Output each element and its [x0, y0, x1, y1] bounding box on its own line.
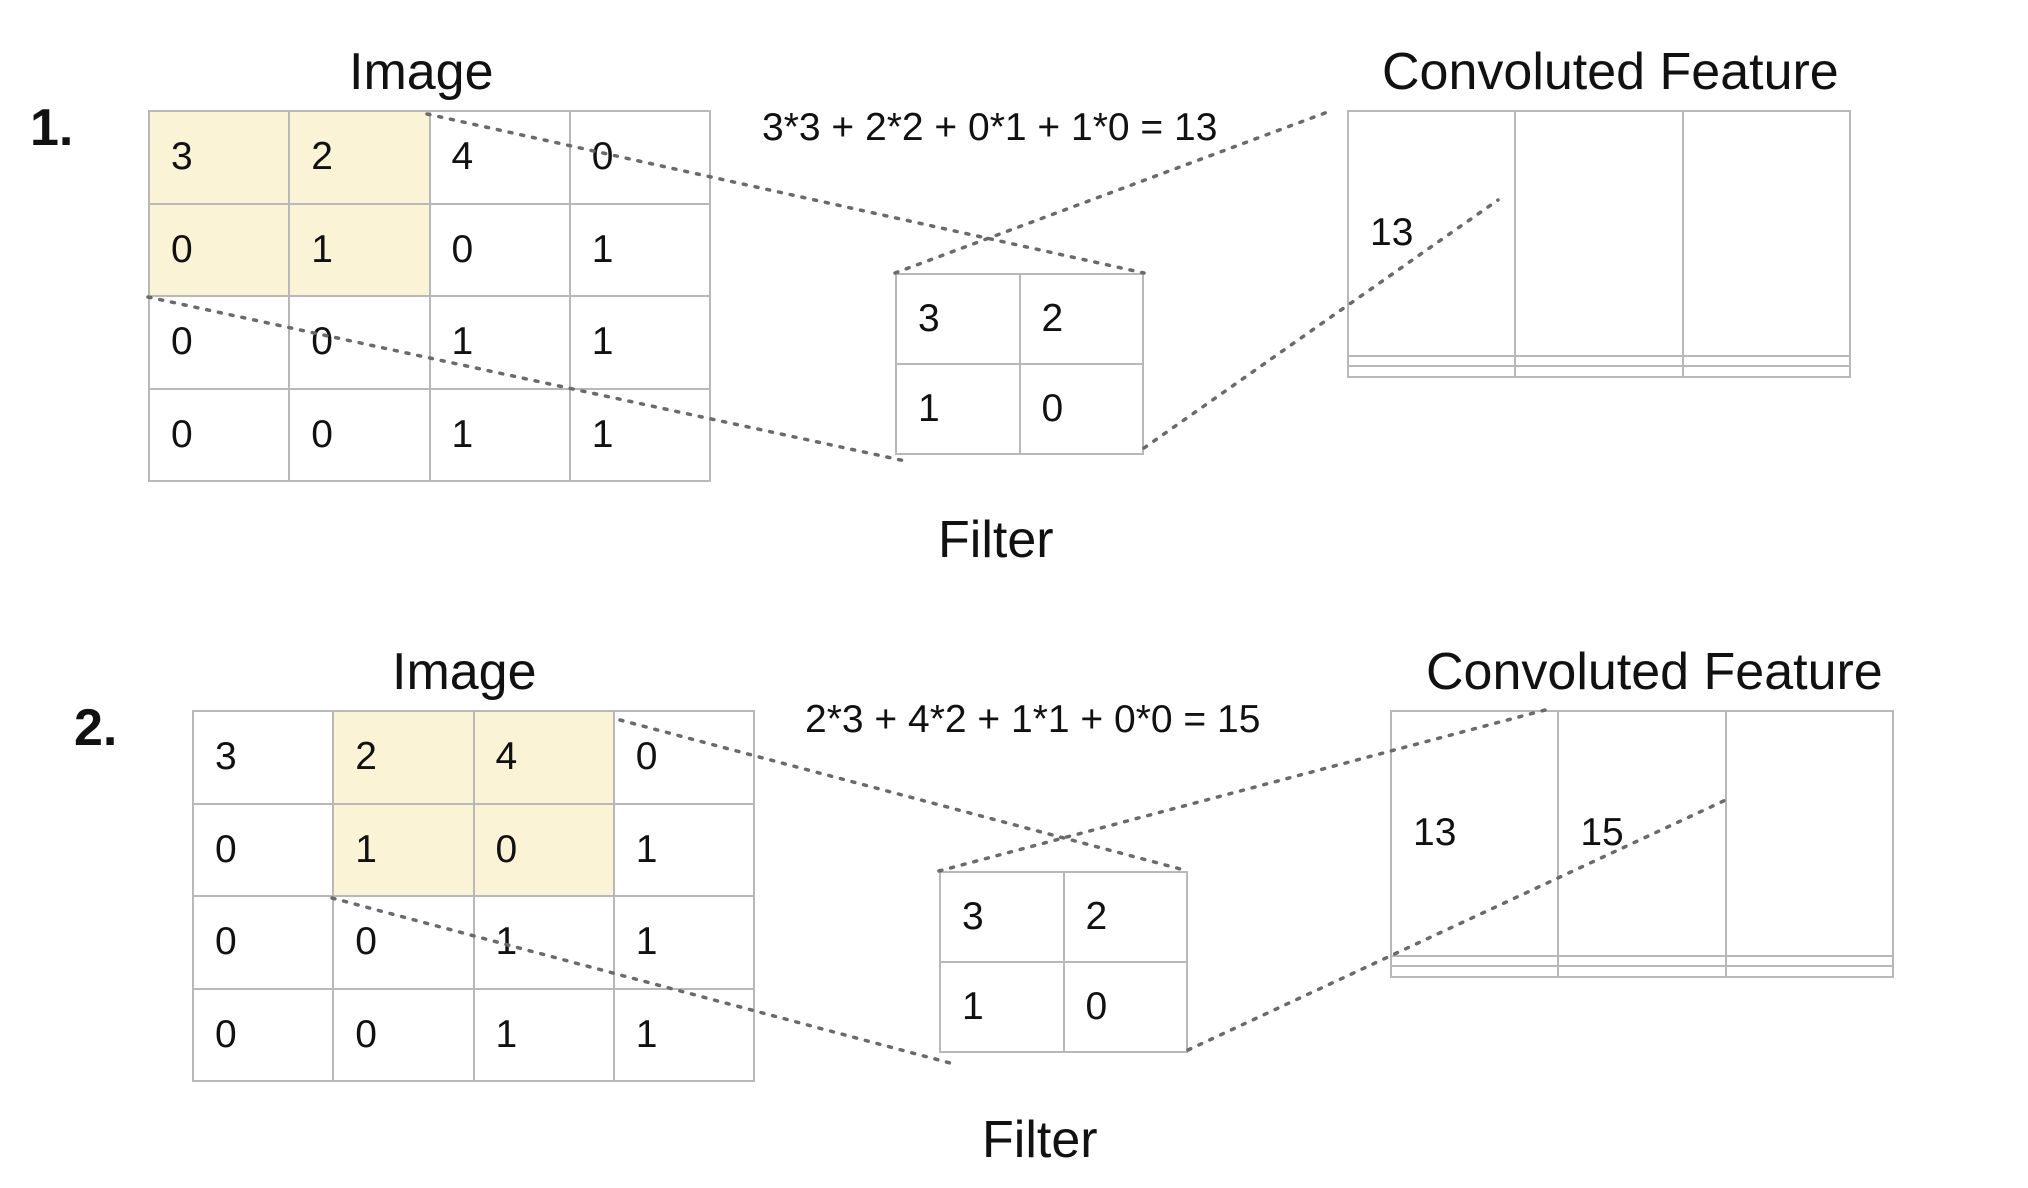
image-cell: 1	[428, 387, 571, 482]
filter-grid: 3 2 1 0	[895, 273, 1144, 455]
filter-cell: 3	[895, 273, 1021, 365]
feature-cell	[1724, 710, 1895, 957]
image-title: Image	[392, 643, 537, 701]
feature-cell	[1389, 965, 1560, 978]
image-cell: 2	[288, 110, 431, 205]
image-cell: 1	[612, 802, 756, 897]
feature-cell	[1724, 954, 1895, 968]
feature-cell	[1514, 354, 1684, 368]
feature-cell	[1514, 110, 1684, 357]
feature-cell	[1557, 965, 1727, 978]
feature-cell	[1389, 954, 1560, 968]
feature-cell	[1681, 110, 1852, 357]
image-cell: 1	[612, 987, 756, 1082]
image-cell: 0	[612, 710, 756, 805]
filter-cell: 3	[939, 871, 1065, 963]
image-cell: 0	[147, 295, 291, 390]
image-cell: 3	[191, 710, 335, 805]
feature-title: Convoluted Feature	[1426, 643, 1883, 701]
feature-cell	[1346, 354, 1517, 368]
feature-title: Convoluted Feature	[1382, 43, 1839, 101]
feature-grid: 13 15	[1389, 710, 1895, 978]
filter-cell: 1	[895, 363, 1021, 455]
image-cell: 2	[332, 710, 475, 805]
filter-grid: 3 2 1 0	[939, 871, 1188, 1053]
filter-cell: 0	[1062, 961, 1188, 1053]
feature-cell	[1724, 965, 1895, 978]
filter-cell: 0	[1018, 363, 1144, 455]
image-cell: 0	[147, 387, 291, 482]
image-cell: 1	[612, 895, 756, 990]
image-cell: 0	[472, 802, 615, 897]
image-cell: 0	[288, 295, 431, 390]
feature-cell	[1557, 954, 1727, 968]
filter-cell: 2	[1062, 871, 1188, 963]
image-cell: 1	[288, 202, 431, 297]
filter-cell: 2	[1018, 273, 1144, 365]
feature-cell	[1681, 354, 1852, 368]
convolution-equation: 2*3 + 4*2 + 1*1 + 0*0 = 15	[805, 698, 1261, 741]
image-cell: 1	[568, 295, 712, 390]
feature-cell: 13	[1346, 110, 1517, 357]
feature-grid: 13	[1346, 110, 1852, 378]
image-cell: 1	[472, 987, 615, 1082]
image-cell: 0	[568, 110, 712, 205]
step-number: 2.	[74, 699, 118, 757]
image-cell: 1	[332, 802, 475, 897]
convolution-equation: 3*3 + 2*2 + 0*1 + 1*0 = 13	[762, 106, 1218, 149]
image-cell: 0	[332, 987, 475, 1082]
image-cell: 0	[191, 802, 335, 897]
feature-cell: 13	[1389, 710, 1560, 957]
image-cell: 1	[568, 387, 712, 482]
image-cell: 0	[428, 202, 571, 297]
feature-cell	[1346, 365, 1517, 378]
image-cell: 4	[472, 710, 615, 805]
image-grid: 3 2 4 0 0 1 0 1 0 0 1 1 0 0 1 1	[147, 110, 712, 482]
filter-title: Filter	[982, 1111, 1098, 1169]
feature-cell	[1514, 365, 1684, 378]
image-cell: 0	[191, 895, 335, 990]
image-cell: 0	[147, 202, 291, 297]
filter-title: Filter	[938, 511, 1054, 569]
feature-cell	[1681, 365, 1852, 378]
image-cell: 0	[288, 387, 431, 482]
image-cell: 0	[332, 895, 475, 990]
image-grid: 3 2 4 0 0 1 0 1 0 0 1 1 0 0 1 1	[191, 710, 756, 1082]
step-number: 1.	[30, 99, 74, 157]
image-cell: 0	[191, 987, 335, 1082]
image-cell: 1	[472, 895, 615, 990]
filter-cell: 1	[939, 961, 1065, 1053]
image-cell: 1	[428, 295, 571, 390]
image-cell: 4	[428, 110, 571, 205]
image-title: Image	[349, 43, 494, 101]
feature-cell: 15	[1557, 710, 1727, 957]
image-cell: 3	[147, 110, 291, 205]
convolution-step-2: 2. Image 3 2 4 0 0 1 0 1 0 0 1 1 0 0 1 1…	[0, 598, 2028, 1188]
image-cell: 1	[568, 202, 712, 297]
convolution-step-1: 1. Image 3 2 4 0 0 1 0 1 0 0 1 1 0 0 1 1…	[0, 0, 2028, 590]
